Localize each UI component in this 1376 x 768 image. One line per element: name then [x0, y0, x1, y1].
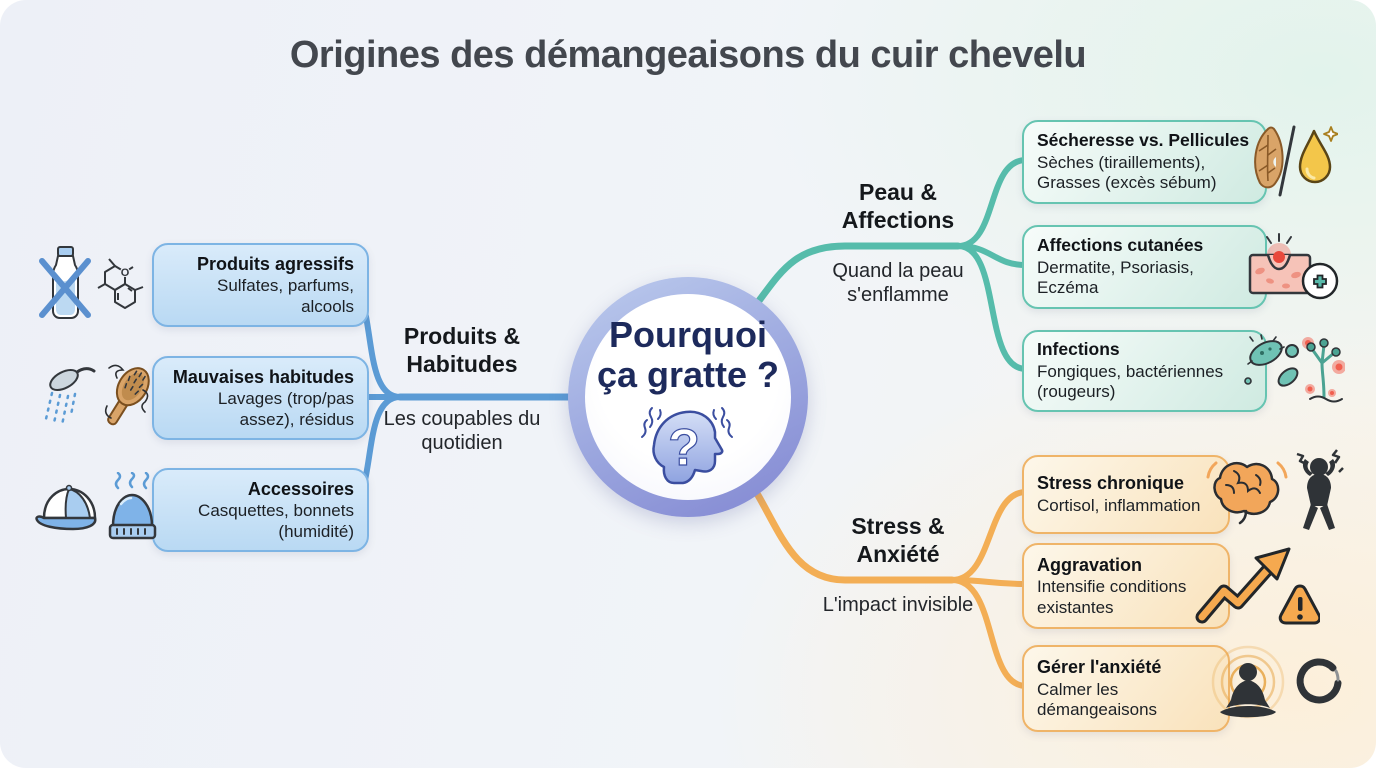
node-title: Infections — [1037, 338, 1120, 359]
node-stress-chronique: Stress chronique Cortisol, inflammation — [1022, 455, 1230, 534]
svg-text:O: O — [121, 267, 130, 279]
central-node-inner: Pourquoi ça gratte ? ? — [585, 294, 791, 500]
node-title: Accessoires — [247, 478, 354, 499]
node-desc: Cortisol, inflammation — [1037, 495, 1201, 515]
icons-accessoires — [32, 466, 161, 550]
rising-arrow-icon — [1195, 547, 1320, 625]
node-desc: Calmer les démangeaisons — [1037, 679, 1158, 720]
node-gerer-anxiete: Gérer l'anxiété Calmer les démangeaisons — [1022, 645, 1230, 732]
branch-label-peau: Peau & Affections — [841, 179, 955, 234]
icons-mauvaises-habitudes — [44, 354, 155, 438]
central-node: Pourquoi ça gratte ? ? — [568, 277, 808, 517]
icons-secheresse — [1246, 122, 1338, 200]
central-question-line1: Pourquoi — [609, 313, 767, 355]
node-title: Sécheresse vs. Pellicules — [1037, 129, 1250, 150]
branch-sublabel-peau: Quand la peau s'enflamme — [832, 260, 964, 306]
shower-icon — [44, 367, 96, 427]
node-affections-cutanees: Affections cutanées Dermatite, Psoriasis… — [1022, 225, 1267, 309]
branch-sublabel-produits: Les coupables du quotidien — [383, 408, 541, 454]
medical-cross-icon — [1301, 262, 1339, 300]
node-desc: Sèches (tiraillements), Grasses (excès s… — [1037, 152, 1217, 193]
crossed-bottle-icon — [39, 246, 91, 319]
icons-affections — [1248, 230, 1340, 304]
enso-circle-icon — [1296, 658, 1342, 704]
central-question-line2: ça gratte ? — [596, 354, 780, 395]
node-title: Gérer l'anxiété — [1037, 657, 1162, 678]
node-title: Produits agressifs — [196, 253, 354, 274]
page-title: Origines des démangeaisons du cuir cheve… — [289, 34, 1087, 76]
meditation-icon — [1211, 645, 1285, 719]
brain-icon — [1206, 461, 1288, 525]
node-desc: Fongiques, bactériennes (rougeurs) — [1037, 361, 1224, 402]
icons-infections — [1240, 332, 1345, 408]
node-aggravation: Aggravation Intensifie conditions exista… — [1022, 543, 1230, 629]
icons-produits-agressifs: O — [38, 241, 147, 325]
node-title: Mauvaises habitudes — [172, 366, 354, 387]
central-question: Pourquoi ça gratte ? — [596, 313, 780, 396]
node-title: Stress chronique — [1037, 473, 1185, 494]
stress-branch-lines — [731, 459, 1029, 689]
warning-triangle-icon — [1278, 584, 1320, 625]
confused-head-icon: ? — [641, 407, 733, 485]
node-infections: Infections Fongiques, bactériennes (roug… — [1022, 330, 1267, 412]
inflamed-skin-icon — [1248, 233, 1339, 300]
node-desc: Dermatite, Psoriasis, Eczéma — [1037, 257, 1194, 298]
branch-sublabel-stress: L'impact invisible — [822, 594, 974, 616]
node-title: Affections cutanées — [1037, 234, 1204, 255]
molecule-icon: O — [97, 258, 144, 309]
node-desc: Casquettes, bonnets (humidité) — [198, 501, 354, 541]
node-secheresse-pellicules: Sécheresse vs. Pellicules Sèches (tirail… — [1022, 120, 1267, 204]
branch-label-produits: Produits & Habitudes — [403, 323, 521, 378]
node-desc: Sulfates, parfums, alcools — [216, 276, 354, 316]
node-title: Aggravation — [1037, 554, 1143, 575]
fungus-icon — [1302, 337, 1345, 403]
beanie-icon — [108, 472, 157, 540]
hairbrush-icon — [104, 364, 150, 426]
branch-label-stress: Stress & Anxiété — [851, 513, 945, 568]
cap-icon — [35, 484, 97, 531]
node-desc: Intensifie conditions existantes — [1037, 577, 1187, 617]
icons-gerer-anxiete — [1206, 642, 1347, 728]
node-produits-agressifs: Produits agressifs Sulfates, parfums, al… — [152, 243, 369, 327]
node-accessoires: Accessoires Casquettes, bonnets (humidit… — [152, 468, 369, 552]
stressed-person-icon — [1296, 449, 1344, 530]
node-mauvaises-habitudes: Mauvaises habitudes Lavages (trop/pas as… — [152, 356, 369, 440]
icons-aggravation — [1192, 545, 1320, 629]
icons-stress-chronique — [1204, 449, 1345, 530]
node-desc: Lavages (trop/pas assez), résidus — [217, 389, 354, 429]
svg-text:?: ? — [668, 419, 700, 477]
dry-leaf-icon — [1254, 125, 1338, 197]
bacteria-icon — [1244, 334, 1345, 403]
